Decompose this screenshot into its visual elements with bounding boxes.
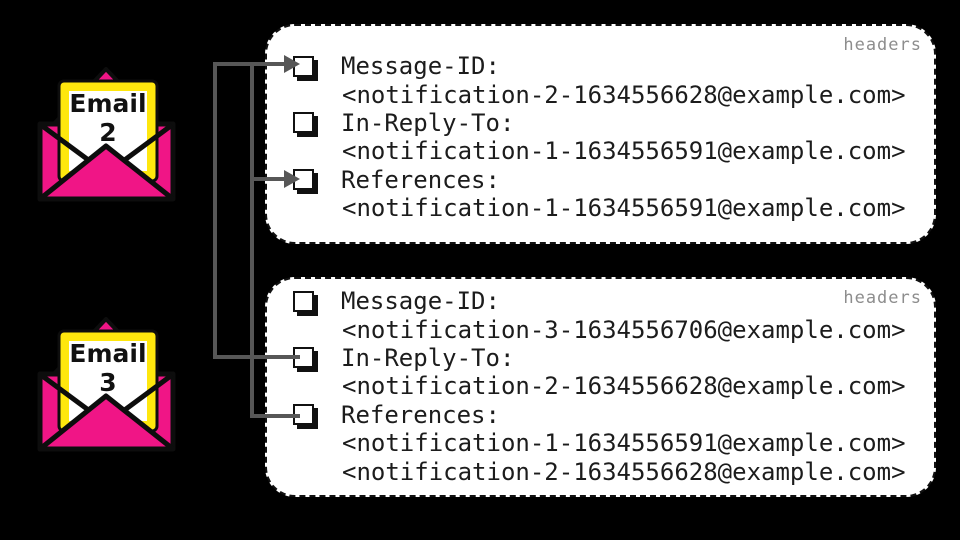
headers-panel-email3: headers Message-ID: <notification-3-1634… — [265, 277, 936, 497]
header-lines: Message-ID: <notification-2-1634556628@e… — [267, 52, 934, 222]
header-text: Message-ID: — [341, 287, 500, 316]
header-value: <notification-3-1634556706@example.com> — [342, 315, 906, 344]
header-line-in-reply-to: In-Reply-To: — [267, 344, 934, 372]
connector-to-email2-references — [250, 177, 286, 181]
header-lines: Message-ID: <notification-3-1634556706@e… — [267, 287, 934, 486]
header-value: <notification-1-1634556591@example.com> — [342, 137, 906, 166]
arrow-right-icon — [284, 55, 300, 73]
header-text: References: — [341, 400, 500, 429]
email-3-envelope-icon: Email 3 — [37, 317, 176, 452]
headers-panel-email2: headers Message-ID: <notification-2-1634… — [265, 24, 936, 244]
header-line-value: <notification-1-1634556591@example.com> — [267, 194, 934, 222]
header-line-value: <notification-1-1634556591@example.com> — [267, 137, 934, 165]
envelope-front-flap — [37, 393, 176, 452]
header-line-references: References: — [267, 401, 934, 429]
header-text: References: — [341, 165, 500, 194]
header-value: <notification-1-1634556591@example.com> — [342, 429, 906, 458]
connector-from-email3-in-reply-to — [213, 355, 300, 359]
header-line-message-id: Message-ID: — [267, 287, 934, 315]
headers-tag: headers — [843, 288, 922, 308]
email-number: 2 — [99, 118, 116, 147]
header-text: In-Reply-To: — [341, 343, 515, 372]
header-text: Message-ID: — [341, 52, 500, 81]
headers-tag: headers — [843, 35, 922, 55]
email-2-envelope-icon: Email 2 — [37, 67, 176, 202]
header-line-value: <notification-1-1634556591@example.com> — [267, 429, 934, 457]
header-line-value: <notification-3-1634556706@example.com> — [267, 315, 934, 344]
arrow-right-icon — [284, 170, 300, 188]
header-text: In-Reply-To: — [341, 108, 515, 137]
email-number: 3 — [99, 368, 116, 397]
header-line-value: <notification-2-1634556628@example.com> — [267, 372, 934, 400]
connector-rail-left — [213, 62, 217, 359]
checkbox-icon — [293, 112, 314, 134]
header-value: <notification-2-1634556628@example.com> — [342, 80, 906, 109]
header-value: <notification-1-1634556591@example.com> — [342, 194, 906, 223]
header-line-value: <notification-2-1634556628@example.com> — [267, 80, 934, 109]
email-label: Email — [69, 339, 146, 368]
checkbox-icon — [293, 290, 314, 312]
header-line-references: References: — [267, 166, 934, 194]
header-line-message-id: Message-ID: — [267, 52, 934, 80]
connector-from-email3-references — [250, 414, 300, 418]
email-label: Email — [69, 89, 146, 118]
header-line-value: <notification-2-1634556628@example.com> — [267, 457, 934, 486]
connector-rail-right — [250, 62, 254, 418]
envelope-front-flap — [37, 143, 176, 202]
header-value: <notification-2-1634556628@example.com> — [342, 457, 906, 486]
connector-to-email2-message-id — [213, 62, 286, 66]
header-line-in-reply-to: In-Reply-To: — [267, 109, 934, 137]
header-value: <notification-2-1634556628@example.com> — [342, 372, 906, 401]
